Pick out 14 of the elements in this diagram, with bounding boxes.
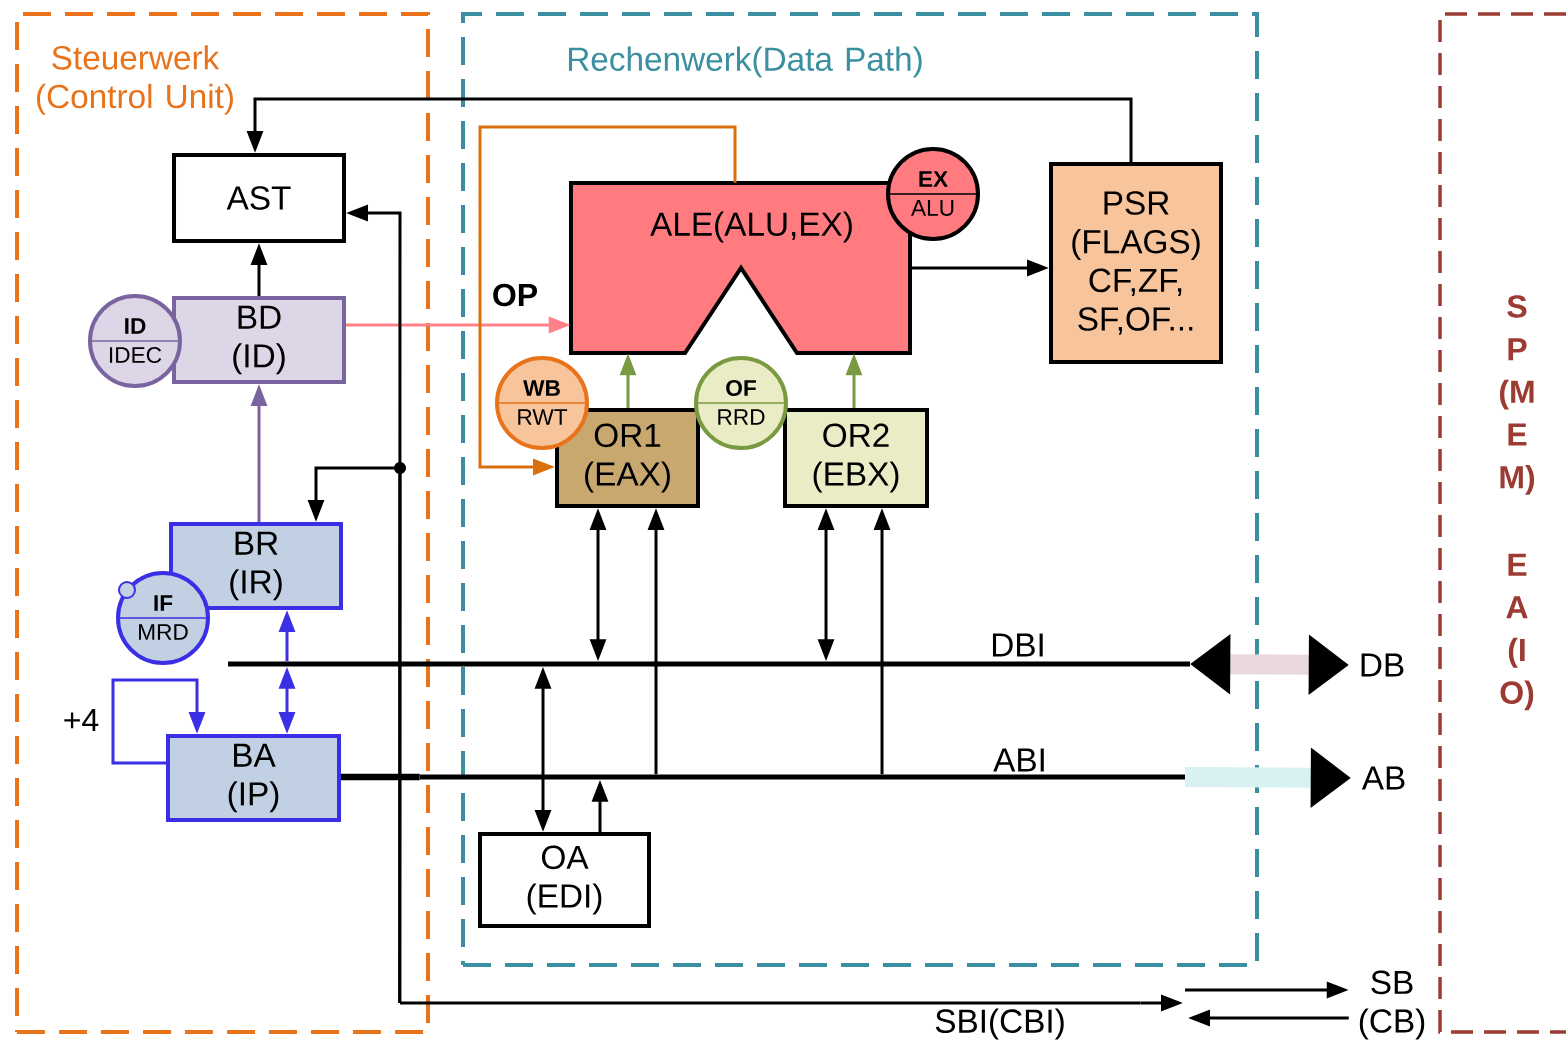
loop-arrow (111, 678, 206, 765)
bus-line: DBI (228, 633, 1190, 667)
register-box: OR2 (EBX) (783, 408, 929, 508)
bus-name: AB (1361, 766, 1405, 790)
edge-label: OP (493, 283, 538, 307)
dashed-frame: S P (M E M) E A (I O) (1438, 12, 1566, 1034)
register-box: AST (172, 153, 346, 243)
register-box: BD (ID) (172, 296, 346, 384)
edge-label: +4 (64, 709, 99, 731)
bus-name: DB (1361, 653, 1404, 677)
bus-name: SB (CB) (1359, 970, 1425, 1040)
register-box: OA (EDI) (478, 832, 651, 928)
register-box: BA (IP) (166, 734, 341, 822)
register-box: PSR (FLAGS) CF,ZF, SF,OF... (1049, 162, 1223, 364)
